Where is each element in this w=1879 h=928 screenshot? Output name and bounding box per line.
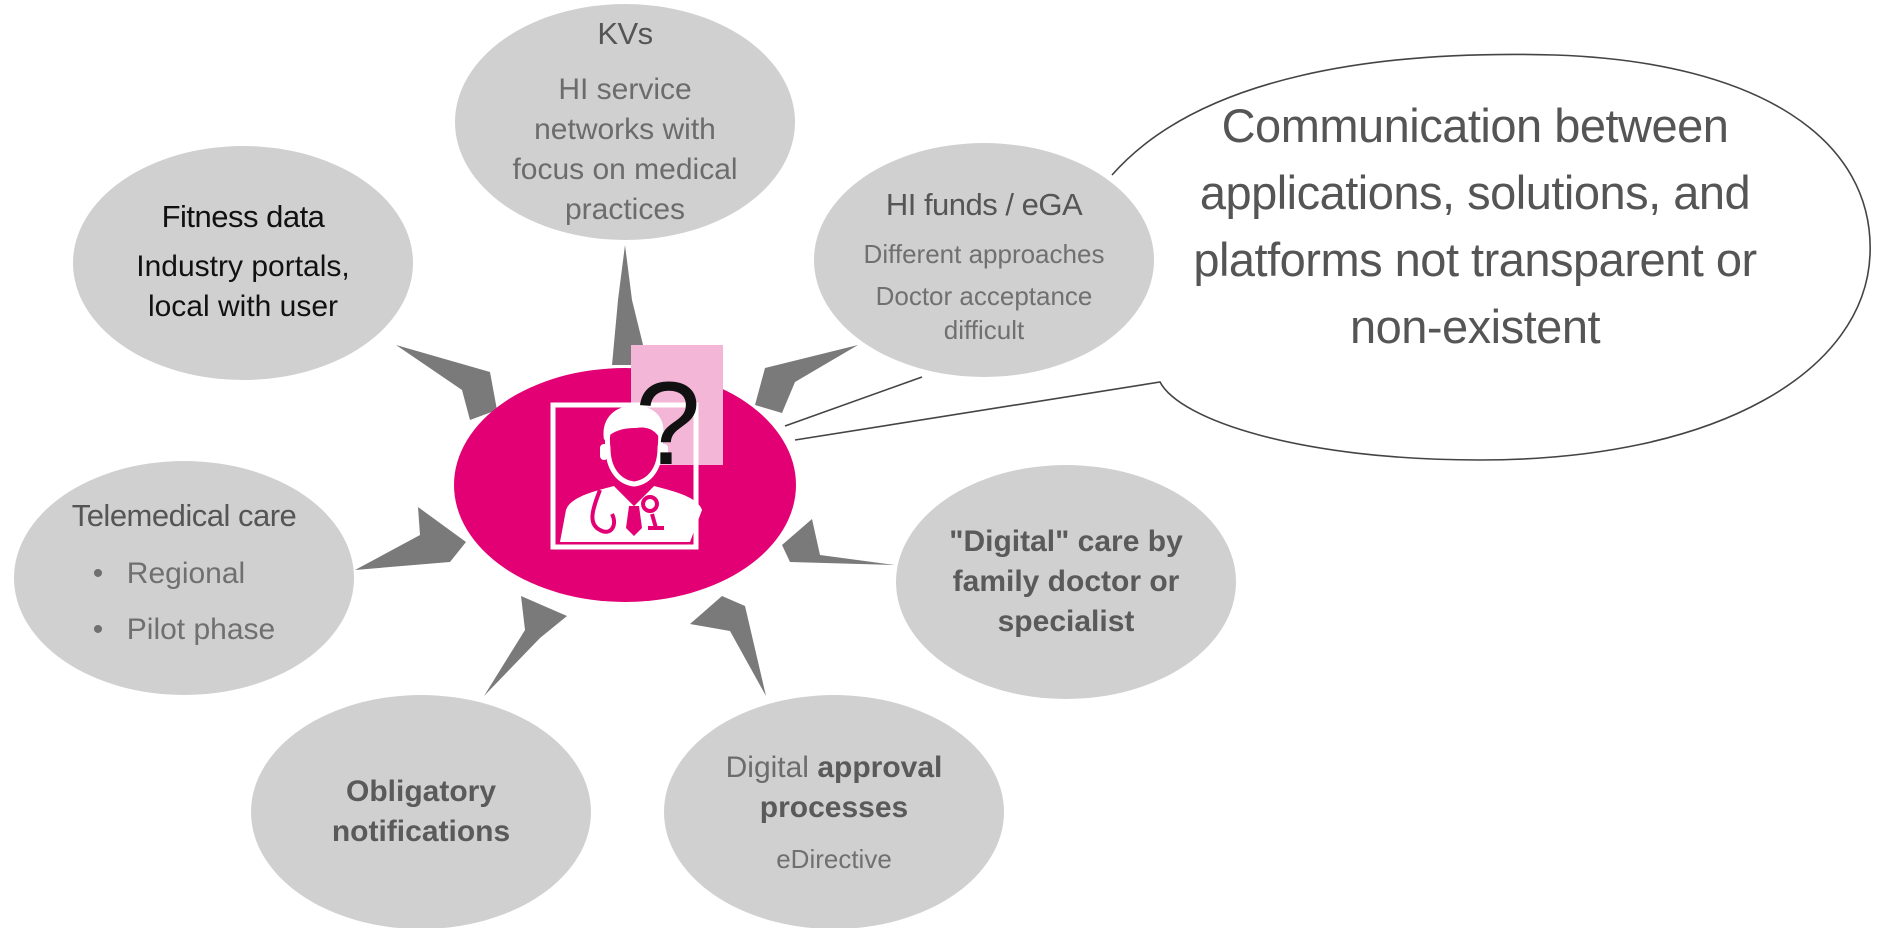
arrow-from-approval bbox=[690, 596, 766, 696]
callout-text: Communication between applications, solu… bbox=[1193, 99, 1757, 353]
node-kvs: KVs HI service networks with focus on me… bbox=[455, 10, 795, 235]
arrow-from-hi-funds bbox=[755, 345, 858, 413]
arrows bbox=[355, 245, 895, 696]
node-approval-prefix: Digital bbox=[725, 751, 809, 784]
arrow-from-obligatory bbox=[484, 596, 567, 696]
node-hi-funds-line2: Doctor acceptance difficult bbox=[875, 281, 1093, 345]
callout-pointer-line bbox=[784, 376, 923, 427]
node-hi-funds-line1: Different approaches bbox=[863, 239, 1105, 269]
node-hi-funds: HI funds / eGA Different approaches Doct… bbox=[814, 150, 1154, 384]
doctor-icon bbox=[550, 402, 702, 550]
node-approval-bold: approval processes bbox=[759, 751, 943, 824]
bubble-telemedical bbox=[14, 461, 354, 695]
bubble-digital-care bbox=[896, 465, 1236, 699]
node-kvs-text: HI service networks with focus on medica… bbox=[512, 72, 738, 226]
bubbles bbox=[14, 4, 1236, 928]
node-hi-funds-title: HI funds / eGA bbox=[885, 187, 1083, 222]
bubble-kvs bbox=[455, 4, 795, 240]
node-telemedical-bullets: •Regional •Pilot phase bbox=[93, 546, 275, 658]
node-approval: Digital approval processes eDirective bbox=[664, 695, 1004, 928]
bullet-item: •Pilot phase bbox=[92, 613, 276, 646]
arrow-from-digital-care bbox=[782, 519, 895, 565]
arrow-from-kvs bbox=[612, 245, 648, 365]
node-digital-care-text: "Digital" care by family doctor or speci… bbox=[949, 525, 1183, 638]
node-fitness-text: Industry portals, local with user bbox=[136, 250, 350, 323]
bubble-approval bbox=[664, 695, 1004, 928]
arrow-from-fitness bbox=[396, 345, 497, 420]
bubble-hi-funds bbox=[814, 143, 1154, 377]
callout-outline bbox=[794, 53, 1871, 461]
bullet-item: •Regional bbox=[92, 557, 246, 590]
node-approval-heading: Digital approval processes bbox=[709, 748, 959, 828]
bubble-fitness bbox=[73, 146, 413, 380]
bubble-obligatory bbox=[251, 695, 591, 928]
node-kvs-title: KVs bbox=[597, 15, 653, 51]
arrow-from-telemedical bbox=[355, 507, 466, 570]
node-obligatory-text: Obligatory notifications bbox=[331, 775, 511, 848]
node-digital-care: "Digital" care by family doctor or speci… bbox=[896, 465, 1236, 699]
question-mark: ? bbox=[635, 358, 701, 490]
node-telemedical: Telemedical care •Regional •Pilot phase bbox=[14, 461, 354, 695]
node-telemedical-title: Telemedical care bbox=[71, 498, 297, 533]
node-fitness: Fitness data Industry portals, local wit… bbox=[73, 146, 413, 380]
node-obligatory: Obligatory notifications bbox=[251, 695, 591, 928]
node-approval-sub: eDirective bbox=[776, 844, 892, 874]
node-fitness-title: Fitness data bbox=[161, 199, 325, 234]
